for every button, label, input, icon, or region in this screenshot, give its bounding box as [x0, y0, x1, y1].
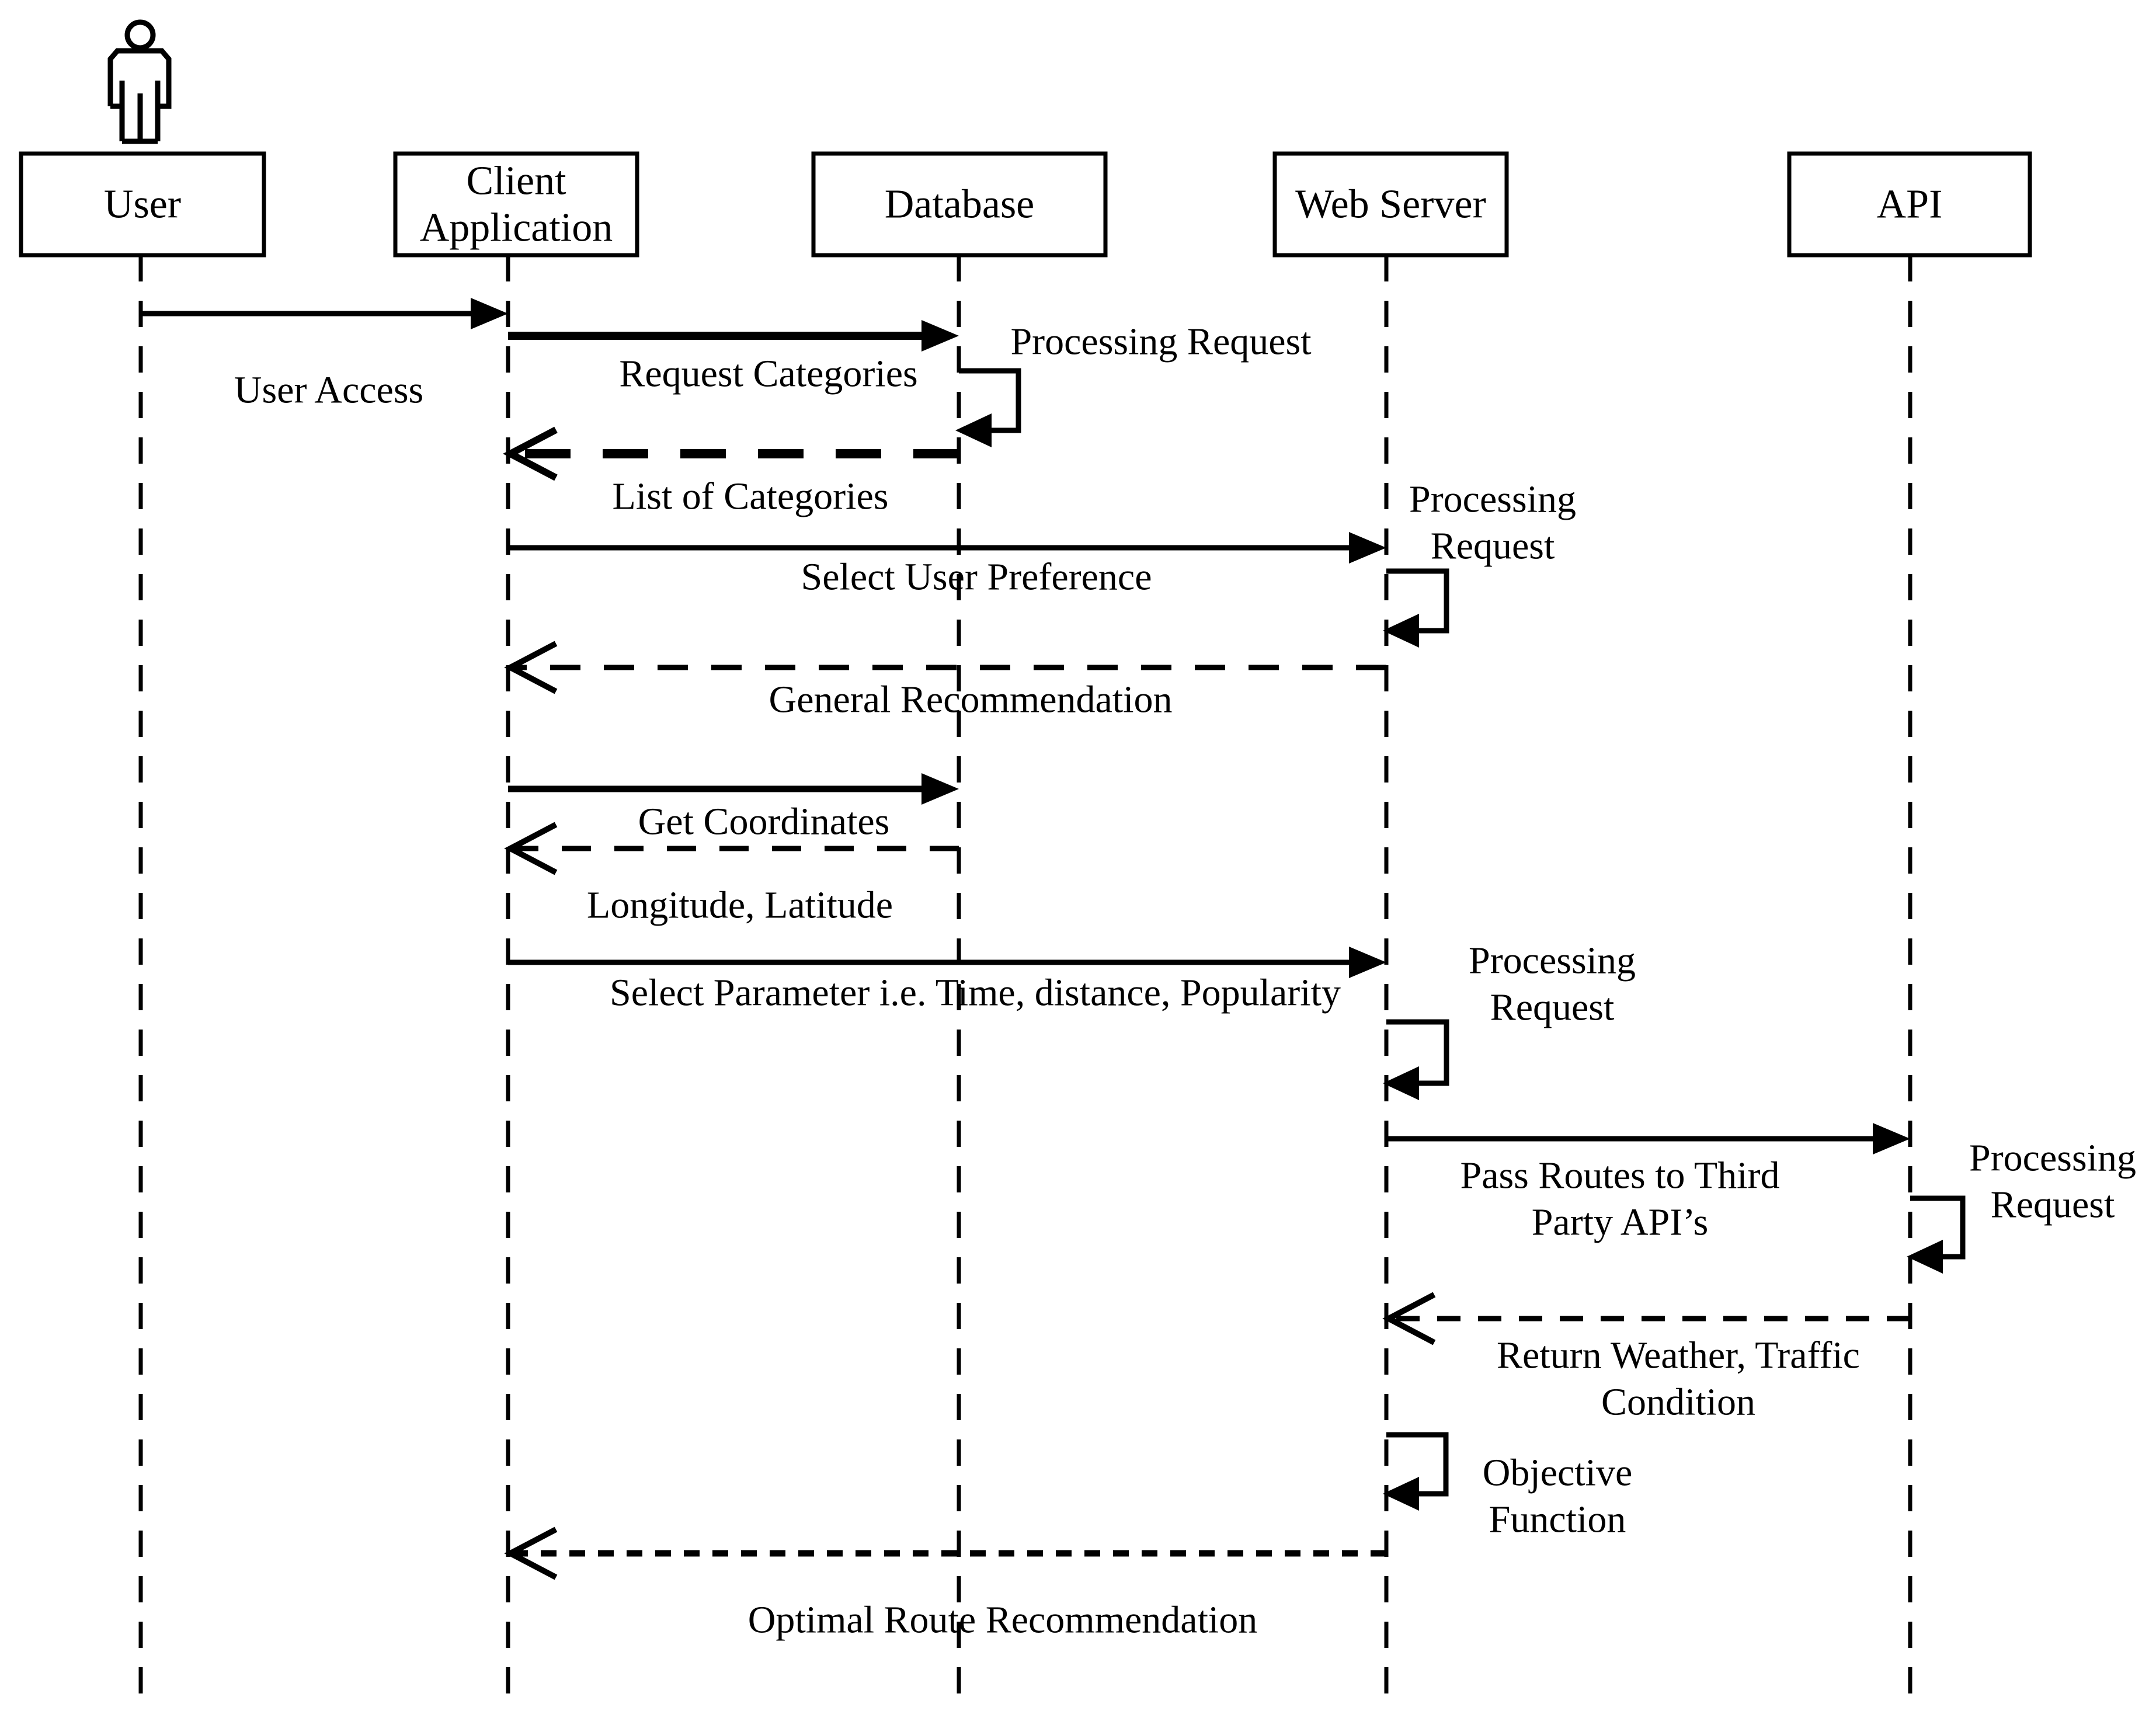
message-optimal-route-recommendation [504, 1526, 1386, 1580]
arrowhead-icon [955, 413, 992, 447]
message-label-list-of-categories-line-1: List of Categories [613, 475, 889, 518]
message-label-return-weather-traffic-condition-line-2: Condition [1601, 1381, 1755, 1424]
self-loop-line-processing-request-web-server-2 [1386, 1019, 1449, 1086]
arrowhead-icon [921, 773, 959, 805]
message-user-access [141, 298, 508, 329]
self-loop-label-objective-function-line-1: Objective [1483, 1452, 1633, 1494]
message-get-coordinates [508, 773, 959, 805]
participant-label-user-line-1: User [104, 182, 181, 227]
message-select-user-preference [508, 532, 1386, 564]
self-loop-processing-request-web-server-1 [1383, 568, 1449, 648]
arrowhead-icon [1383, 1066, 1419, 1100]
self-loop-label-objective-function-line-2: Function [1489, 1498, 1626, 1541]
open-arrowhead-icon [504, 822, 558, 875]
arrowhead-icon [1349, 532, 1386, 564]
person-shoulders-arms [107, 48, 172, 109]
participant-box-api [1787, 151, 2032, 258]
participant-box-web-server [1272, 151, 1509, 258]
message-label-pass-routes-to-third-party-apis-line-1: Pass Routes to Third [1460, 1154, 1780, 1197]
message-label-select-parameter-line-1: Select Parameter i.e. Time, distance, Po… [610, 972, 1341, 1014]
self-loop-objective-function [1383, 1432, 1449, 1511]
self-loop-label-processing-request-database-line-1: Processing Request [1010, 321, 1311, 363]
self-loop-line-processing-request-database [959, 368, 1021, 433]
open-arrowhead-icon [504, 641, 558, 694]
message-label-pass-routes-to-third-party-apis-line-2: Party API’s [1532, 1201, 1709, 1244]
self-loop-label-processing-request-web-server-1-line-2: Request [1431, 525, 1555, 568]
participant-box-database [811, 151, 1108, 258]
message-label-request-categories-line-1: Request Categories [619, 353, 917, 395]
message-request-categories [508, 320, 959, 352]
message-longitude-latitude [504, 822, 959, 875]
arrowhead-icon [1383, 614, 1419, 648]
arrowhead-icon [1907, 1240, 1943, 1274]
self-loop-line-processing-request-api [1910, 1195, 1966, 1260]
message-label-general-recommendation-line-1: General Recommendation [769, 679, 1173, 721]
open-arrowhead-icon [504, 1526, 558, 1580]
message-label-longitude-latitude-line-1: Longitude, Latitude [587, 884, 893, 927]
message-return-weather-traffic-condition [1382, 1292, 1910, 1345]
message-label-optimal-route-recommendation-line-1: Optimal Route Recommendation [748, 1599, 1258, 1642]
message-label-select-user-preference-line-1: Select User Preference [801, 556, 1152, 599]
message-label-get-coordinates-line-1: Get Coordinates [638, 801, 890, 843]
self-loop-label-processing-request-web-server-1-line-1: Processing [1409, 478, 1576, 521]
participant-box-user [19, 151, 266, 258]
self-loop-label-processing-request-api-line-2: Request [1991, 1184, 2115, 1226]
participant-label-web-server-line-1: Web Server [1295, 182, 1486, 227]
person-icon [107, 19, 172, 144]
self-loop-line-processing-request-web-server-1 [1386, 568, 1449, 634]
open-arrowhead-icon [503, 426, 558, 481]
message-label-user-access-line-1: User Access [234, 369, 423, 412]
message-general-recommendation [504, 641, 1386, 694]
arrowhead-icon [1349, 947, 1386, 978]
arrowhead-icon [921, 320, 959, 352]
participant-box-client-application [393, 151, 639, 258]
arrowhead-icon [1383, 1477, 1419, 1511]
participant-label-api-line-1: API [1877, 182, 1943, 227]
message-select-parameter [508, 947, 1386, 978]
self-loop-processing-request-database [955, 368, 1021, 447]
participant-label-client-application-line-2: Application [420, 206, 613, 251]
message-list-of-categories [503, 426, 959, 481]
arrowhead-icon [1873, 1123, 1910, 1154]
self-loop-processing-request-api [1907, 1195, 1966, 1274]
participant-label-client-application-line-1: Client [466, 159, 566, 204]
arrowhead-icon [471, 298, 508, 329]
self-loop-processing-request-web-server-2 [1383, 1019, 1449, 1100]
self-loop-label-processing-request-web-server-2-line-2: Request [1490, 986, 1615, 1029]
person-head [124, 19, 156, 51]
open-arrowhead-icon [1382, 1292, 1436, 1345]
message-pass-routes-to-third-party-apis [1386, 1123, 1910, 1154]
self-loop-line-objective-function [1386, 1432, 1449, 1497]
self-loop-label-processing-request-api-line-1: Processing [1969, 1137, 2136, 1180]
self-loop-label-processing-request-web-server-2-line-1: Processing [1469, 940, 1636, 982]
participant-label-database-line-1: Database [885, 182, 1035, 227]
message-label-return-weather-traffic-condition-line-1: Return Weather, Traffic [1497, 1334, 1860, 1377]
